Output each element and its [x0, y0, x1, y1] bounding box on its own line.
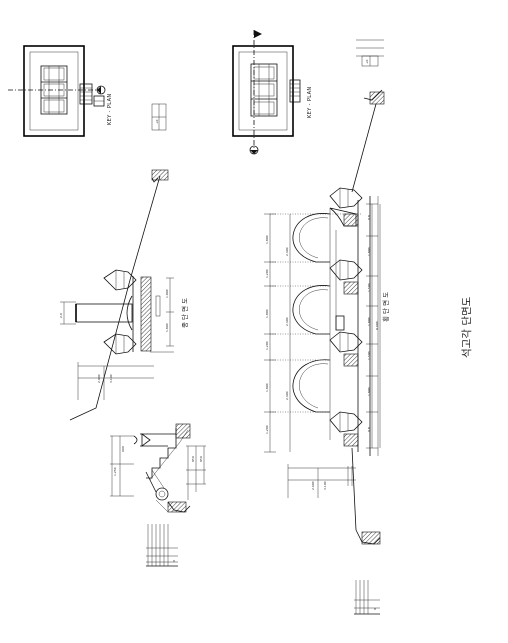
bracket-set	[329, 187, 363, 447]
dimension-grid: 1,800 1,200 1,800 1,200 1,800 1,200 2,40…	[264, 213, 362, 453]
key-plan-2: KEY - PLAN	[232, 30, 313, 155]
svg-text:600: 600	[121, 446, 125, 452]
svg-text:3,100: 3,100	[109, 374, 113, 383]
sheet-title: 석고각 단면도	[461, 296, 473, 358]
beam	[75, 303, 133, 323]
svg-text:2,400: 2,400	[285, 247, 289, 256]
key-plan-inner-outline	[238, 51, 288, 131]
svg-text:0,8: 0,8	[367, 427, 371, 432]
svg-text:1,200: 1,200	[265, 269, 269, 278]
svg-text:1,500: 1,500	[367, 351, 371, 360]
svg-text:1,800: 1,800	[265, 235, 269, 244]
key-plan-hall	[250, 63, 278, 117]
transverse-section-label: 횡 단 면 도	[381, 292, 390, 322]
svg-text:1,800: 1,800	[165, 323, 169, 332]
svg-text:1,800: 1,800	[367, 247, 371, 256]
key-plan-outer-wall	[232, 45, 294, 137]
svg-text:950: 950	[199, 456, 203, 462]
stair-section: 950 950 1,250 600	[110, 423, 206, 513]
svg-text:2,600: 2,600	[311, 481, 315, 490]
svg-text:1,200: 1,200	[265, 425, 269, 434]
roof-bracket-upper	[103, 269, 137, 291]
svg-text:2,0: 2,0	[59, 313, 63, 318]
longitudinal-section-label: 종 단 면 도	[180, 298, 189, 328]
svg-text:+0: +0	[365, 59, 369, 64]
key-plan-stair	[79, 83, 93, 105]
longitudinal-section: +0 2,0 1,800 1,800 2,600	[59, 103, 206, 567]
key-plan-inner-outline	[29, 51, 79, 131]
svg-text:1,500: 1,500	[367, 283, 371, 292]
foundation-wall	[140, 276, 152, 352]
bottom-dim-block: 0	[146, 524, 178, 567]
ground-line-lower	[351, 447, 357, 531]
svg-text:1,800: 1,800	[265, 309, 269, 318]
key-plan-stair	[289, 79, 301, 103]
svg-text:1,800: 1,800	[367, 317, 371, 326]
roof-bracket-lower	[103, 333, 137, 355]
key-plan-1: KEY - PLAN	[8, 45, 113, 137]
key-plan-label: KEY - PLAN	[107, 93, 113, 125]
ground-hatch-top	[151, 169, 169, 181]
svg-text:1,200: 1,200	[265, 341, 269, 350]
svg-text:2,400: 2,400	[285, 317, 289, 326]
right-dimensions: 0,8 1,800 1,500 1,800 1,500 1,800 0,8 9,…	[366, 203, 381, 449]
svg-text:1,250: 1,250	[113, 467, 117, 476]
svg-text:2,600: 2,600	[97, 374, 101, 383]
bottom-dim-tag: 0	[354, 580, 380, 615]
arched-roofs	[292, 213, 331, 413]
svg-text:3,100: 3,100	[323, 481, 327, 490]
transverse-section: +0	[264, 39, 390, 615]
top-dim-tag: +0	[356, 39, 384, 67]
key-plan-outer-wall	[23, 45, 85, 137]
scroll-ornament	[155, 487, 169, 501]
key-plan-label: KEY - PLAN	[307, 86, 313, 118]
ground-hatch-top	[369, 91, 385, 105]
svg-text:1,800: 1,800	[367, 387, 371, 396]
svg-text:950: 950	[191, 456, 195, 462]
svg-text:+0: +0	[155, 119, 159, 124]
svg-text:0: 0	[373, 608, 377, 610]
ground-line	[69, 175, 161, 421]
svg-text:0,8: 0,8	[367, 215, 371, 220]
ground-hatch-bottom	[361, 531, 381, 545]
svg-text:1,800: 1,800	[265, 383, 269, 392]
ground-line	[351, 103, 377, 193]
svg-text:0: 0	[172, 560, 176, 562]
svg-text:2,400: 2,400	[285, 391, 289, 400]
key-plan-hall	[40, 65, 68, 115]
svg-text:9,600: 9,600	[375, 321, 379, 330]
svg-text:1,800: 1,800	[165, 289, 169, 298]
